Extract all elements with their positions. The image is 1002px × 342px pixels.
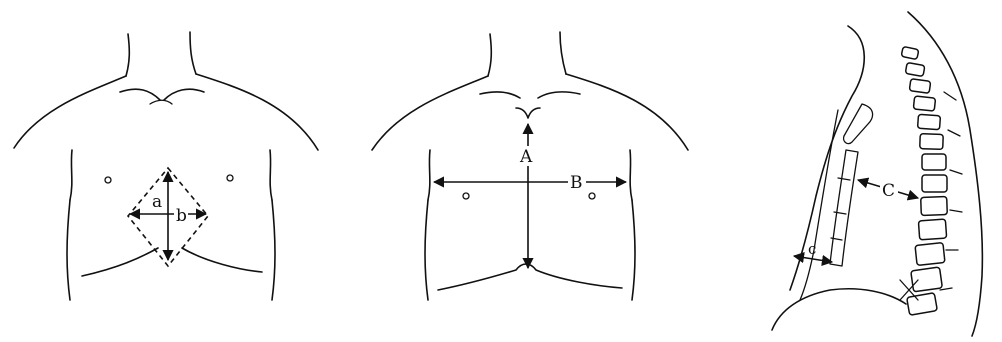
nipple-left-mark	[105, 177, 111, 183]
panel-front-axes: A B	[372, 32, 688, 300]
label-C: C	[882, 181, 895, 201]
nipple-left-mark-2	[463, 193, 469, 199]
label-A: A	[519, 147, 533, 167]
nipple-right-mark-2	[589, 193, 595, 199]
panel-lateral-spine: C c	[772, 12, 982, 336]
nipple-right-mark	[227, 175, 233, 181]
sternum-manubrium	[844, 104, 873, 144]
panel-front-diamond: a b	[14, 32, 318, 300]
label-c: c	[808, 240, 816, 258]
sternum-body	[830, 150, 858, 266]
label-b: b	[176, 206, 187, 226]
vertebral-column	[901, 46, 947, 315]
label-a: a	[152, 192, 162, 212]
label-B: B	[570, 173, 583, 193]
